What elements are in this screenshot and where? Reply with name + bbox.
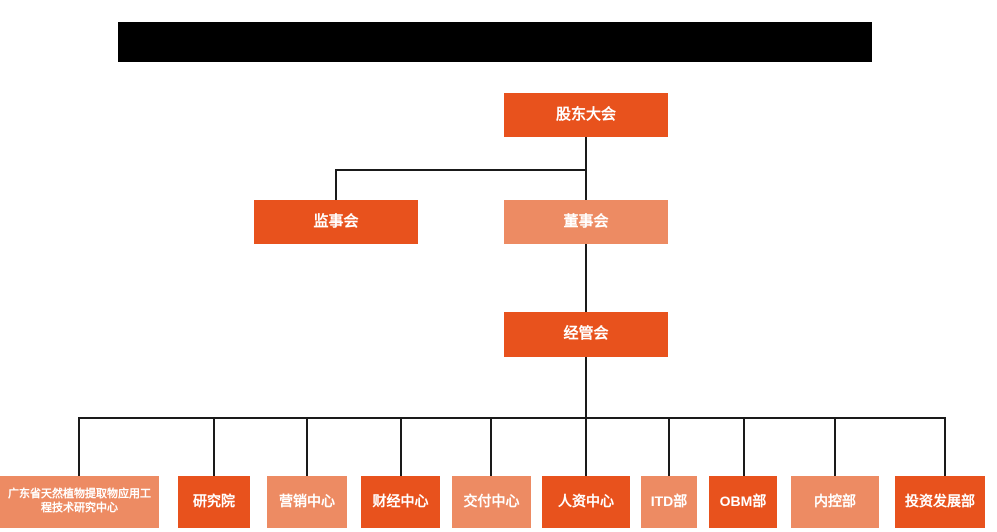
connector-drop-research-ctr — [78, 417, 80, 476]
org-node-research-ctr[interactable]: 广东省天然植物提取物应用工程技术研究中心 — [0, 476, 159, 528]
org-node-obm[interactable]: OBM部 — [709, 476, 777, 528]
connector-bus-level4 — [78, 417, 945, 419]
redacted-title-bar — [118, 22, 872, 62]
org-node-supervisors[interactable]: 监事会 — [254, 200, 418, 244]
org-node-finance[interactable]: 财经中心 — [361, 476, 440, 528]
org-node-directors[interactable]: 董事会 — [504, 200, 668, 244]
org-node-hr[interactable]: 人资中心 — [542, 476, 630, 528]
org-node-delivery[interactable]: 交付中心 — [452, 476, 531, 528]
connector-drop-internal-ctrl — [834, 417, 836, 476]
connector-trunk-management-down — [585, 357, 587, 418]
connector-bus-level2 — [335, 169, 587, 171]
connector-drop-institute — [213, 417, 215, 476]
org-node-investment[interactable]: 投资发展部 — [895, 476, 985, 528]
connector-trunk-shareholders-down — [585, 137, 587, 171]
connector-drop-obm — [743, 417, 745, 476]
connector-drop-directors — [585, 169, 587, 201]
connector-drop-delivery — [490, 417, 492, 476]
connector-trunk-directors-down — [585, 244, 587, 312]
org-node-internal-ctrl[interactable]: 内控部 — [791, 476, 879, 528]
connector-drop-investment — [944, 417, 946, 476]
org-node-shareholders[interactable]: 股东大会 — [504, 93, 668, 137]
connector-drop-finance — [400, 417, 402, 476]
org-node-institute[interactable]: 研究院 — [178, 476, 250, 528]
connector-drop-supervisors — [335, 169, 337, 201]
connector-drop-itd — [668, 417, 670, 476]
org-node-marketing[interactable]: 营销中心 — [267, 476, 347, 528]
connector-drop-hr — [585, 417, 587, 476]
connector-drop-marketing — [306, 417, 308, 476]
org-node-itd[interactable]: ITD部 — [641, 476, 697, 528]
org-node-management[interactable]: 经管会 — [504, 312, 668, 357]
